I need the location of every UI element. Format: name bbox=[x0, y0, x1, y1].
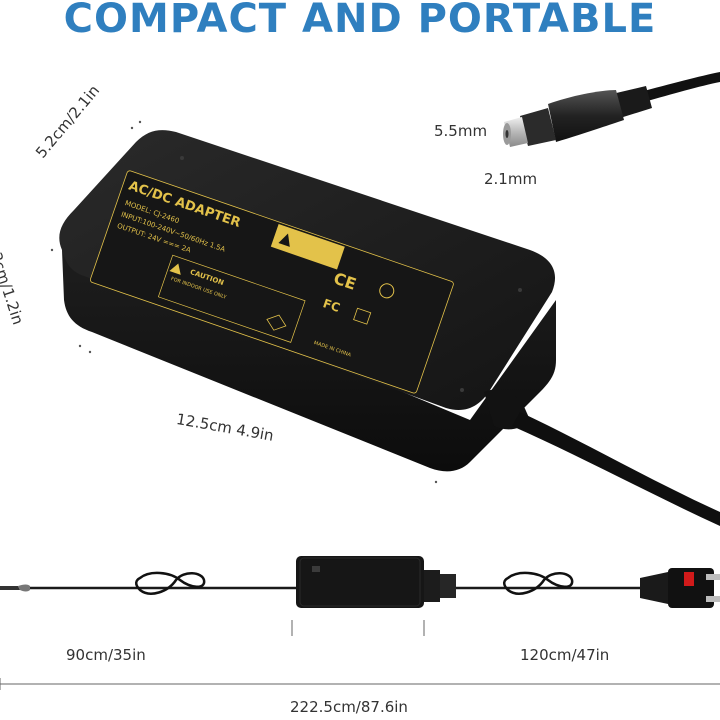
adapter-brick-overview bbox=[296, 556, 424, 608]
coiled-ac-cable bbox=[503, 571, 574, 595]
plug-outer-diameter-label: 5.5mm bbox=[434, 122, 488, 140]
dc-cable-length-label: 90cm/35in bbox=[66, 646, 146, 664]
dimension-dots bbox=[50, 120, 438, 484]
fcc-mark-icon: FC bbox=[321, 296, 342, 315]
certification-icon bbox=[379, 283, 395, 299]
measurement-lines bbox=[0, 620, 720, 690]
page-title: COMPACT AND PORTABLE bbox=[63, 0, 657, 42]
coiled-dc-cable bbox=[135, 571, 206, 595]
caution-sticker bbox=[270, 223, 345, 270]
plug-inner-diameter-label: 2.1mm bbox=[484, 170, 538, 188]
label-panel bbox=[89, 170, 454, 394]
double-insulation-icon bbox=[353, 307, 372, 325]
warning-icon bbox=[169, 263, 181, 275]
adapter-label: AC/DC ADAPTER MODEL: CJ-2460 INPUT:100-2… bbox=[89, 170, 454, 394]
uk-mains-plug bbox=[640, 572, 668, 604]
warning-icon bbox=[278, 233, 290, 247]
ac-cable-length-label: 120cm/47in bbox=[520, 646, 610, 664]
dc-barrel-plug bbox=[503, 72, 720, 147]
recycle-icon bbox=[266, 314, 287, 331]
fuse-icon bbox=[684, 572, 694, 586]
cable-overview bbox=[0, 556, 720, 608]
total-length-label: 222.5cm/87.6in bbox=[290, 698, 408, 716]
